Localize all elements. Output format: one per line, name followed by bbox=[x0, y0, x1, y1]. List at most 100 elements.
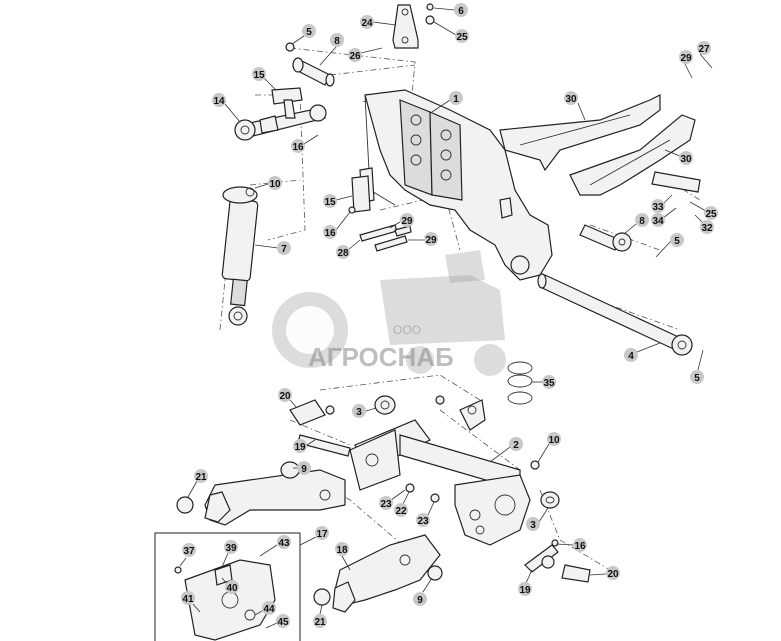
callout-45[interactable]: 45 bbox=[265, 614, 290, 629]
callout-29-right[interactable]: 29 bbox=[679, 50, 693, 79]
main-frame-part-1 bbox=[359, 89, 553, 281]
callout-number: 30 bbox=[680, 154, 692, 165]
callout-39[interactable]: 39 bbox=[221, 540, 238, 568]
callout-10-upper[interactable]: 10 bbox=[254, 176, 282, 190]
pin-part-8-upper bbox=[292, 57, 335, 87]
callout-number: 29 bbox=[680, 53, 692, 64]
callout-number: 28 bbox=[337, 248, 349, 259]
ball-part-21 bbox=[176, 496, 331, 606]
callout-14[interactable]: 14 bbox=[212, 93, 241, 123]
pin-part-19-lower bbox=[524, 544, 559, 573]
callout-30-right[interactable]: 30 bbox=[664, 149, 693, 165]
callout-number: 19 bbox=[519, 585, 531, 596]
callout-number: 6 bbox=[458, 6, 464, 17]
callout-30-top[interactable]: 30 bbox=[564, 91, 586, 121]
callout-number: 26 bbox=[349, 51, 361, 62]
callout-20-upper[interactable]: 20 bbox=[278, 388, 298, 409]
callout-8-top[interactable]: 8 bbox=[319, 33, 344, 66]
callout-43[interactable]: 43 bbox=[259, 535, 291, 557]
callout-8-right[interactable]: 8 bbox=[623, 213, 649, 235]
callout-19-lower[interactable]: 19 bbox=[518, 569, 533, 596]
callout-35[interactable]: 35 bbox=[532, 375, 556, 389]
callout-number: 21 bbox=[195, 472, 207, 483]
callout-28[interactable]: 28 bbox=[336, 239, 361, 259]
callout-15-lower[interactable]: 15 bbox=[323, 194, 353, 208]
callout-9-upper[interactable]: 9 bbox=[293, 461, 311, 475]
callout-2[interactable]: 2 bbox=[489, 437, 523, 463]
callout-number: 25 bbox=[456, 32, 468, 43]
callout-23-right[interactable]: 23 bbox=[416, 501, 435, 527]
callout-number: 37 bbox=[183, 546, 195, 557]
weight-bracket-part-30 bbox=[499, 94, 696, 196]
callout-33[interactable]: 33 bbox=[651, 194, 673, 213]
callout-number: 3 bbox=[356, 407, 362, 418]
callout-29-middle[interactable]: 29 bbox=[389, 213, 414, 229]
callout-number: 5 bbox=[306, 27, 312, 38]
callout-16-lower[interactable]: 16 bbox=[555, 538, 587, 552]
callout-40[interactable]: 40 bbox=[221, 577, 239, 594]
callout-number: 32 bbox=[701, 223, 713, 234]
callout-9-lower[interactable]: 9 bbox=[413, 577, 433, 606]
callout-number: 21 bbox=[314, 617, 326, 628]
callout-3-lower[interactable]: 3 bbox=[526, 507, 549, 531]
callout-34[interactable]: 34 bbox=[651, 207, 677, 227]
callout-16-middle[interactable]: 16 bbox=[323, 211, 351, 239]
callout-number: 29 bbox=[425, 235, 437, 246]
callout-5-bottom[interactable]: 5 bbox=[690, 349, 704, 384]
bracket-part-24 bbox=[392, 4, 419, 49]
callout-22[interactable]: 22 bbox=[394, 491, 410, 517]
callout-37[interactable]: 37 bbox=[179, 543, 196, 567]
watermark-logo: ООО АГРОСНАБ bbox=[272, 250, 506, 376]
lower-fasteners bbox=[405, 395, 559, 547]
callout-27[interactable]: 27 bbox=[697, 41, 713, 69]
callout-26[interactable]: 26 bbox=[348, 47, 383, 62]
callout-number: 10 bbox=[548, 435, 560, 446]
callout-44[interactable]: 44 bbox=[254, 601, 276, 616]
callout-32[interactable]: 32 bbox=[694, 214, 714, 234]
callout-number: 20 bbox=[279, 391, 291, 402]
callout-3-upper[interactable]: 3 bbox=[352, 404, 377, 418]
callout-24[interactable]: 24 bbox=[360, 15, 397, 29]
callout-7[interactable]: 7 bbox=[254, 241, 291, 255]
callout-23-left[interactable]: 23 bbox=[379, 489, 406, 510]
callout-10-lower[interactable]: 10 bbox=[537, 432, 561, 463]
callout-number: 16 bbox=[324, 228, 336, 239]
callout-21-left[interactable]: 21 bbox=[187, 469, 208, 498]
callout-number: 19 bbox=[294, 442, 306, 453]
callout-number: 27 bbox=[698, 44, 710, 55]
callout-5-right[interactable]: 5 bbox=[655, 233, 684, 258]
pin-part-19-upper bbox=[289, 399, 351, 457]
callout-number: 16 bbox=[574, 541, 586, 552]
callout-number: 29 bbox=[401, 216, 413, 227]
pin-part-8-lower bbox=[579, 224, 632, 252]
callout-25-right[interactable]: 25 bbox=[689, 201, 718, 220]
callout-5-top[interactable]: 5 bbox=[291, 24, 316, 45]
lift-arm-frame-part-2 bbox=[349, 399, 531, 546]
callout-16-upper[interactable]: 16 bbox=[291, 134, 319, 153]
callout-number: 25 bbox=[705, 209, 717, 220]
bolt-set bbox=[285, 3, 435, 252]
callout-15-upper[interactable]: 15 bbox=[252, 67, 277, 91]
callout-number: 5 bbox=[694, 373, 700, 384]
callout-4[interactable]: 4 bbox=[624, 342, 661, 362]
callout-number: 15 bbox=[253, 70, 265, 81]
callout-1[interactable]: 1 bbox=[431, 91, 463, 113]
bushing-part-3 bbox=[374, 395, 560, 509]
callout-25-top[interactable]: 25 bbox=[433, 21, 469, 43]
callout-number: 9 bbox=[301, 464, 307, 475]
lower-link-part-18 bbox=[332, 534, 443, 613]
callout-number: 15 bbox=[324, 197, 336, 208]
callout-20-lower[interactable]: 20 bbox=[589, 566, 620, 580]
callout-17[interactable]: 17 bbox=[299, 526, 329, 546]
callout-number: 8 bbox=[334, 36, 340, 47]
callout-41[interactable]: 41 bbox=[181, 591, 201, 613]
callout-29-lower[interactable]: 29 bbox=[408, 232, 438, 246]
callout-19-upper[interactable]: 19 bbox=[293, 439, 316, 453]
callout-number: 17 bbox=[316, 529, 328, 540]
callout-18[interactable]: 18 bbox=[335, 542, 351, 571]
callout-21-bottom[interactable]: 21 bbox=[313, 604, 327, 628]
callout-number: 8 bbox=[639, 216, 645, 227]
callout-6[interactable]: 6 bbox=[433, 3, 468, 17]
